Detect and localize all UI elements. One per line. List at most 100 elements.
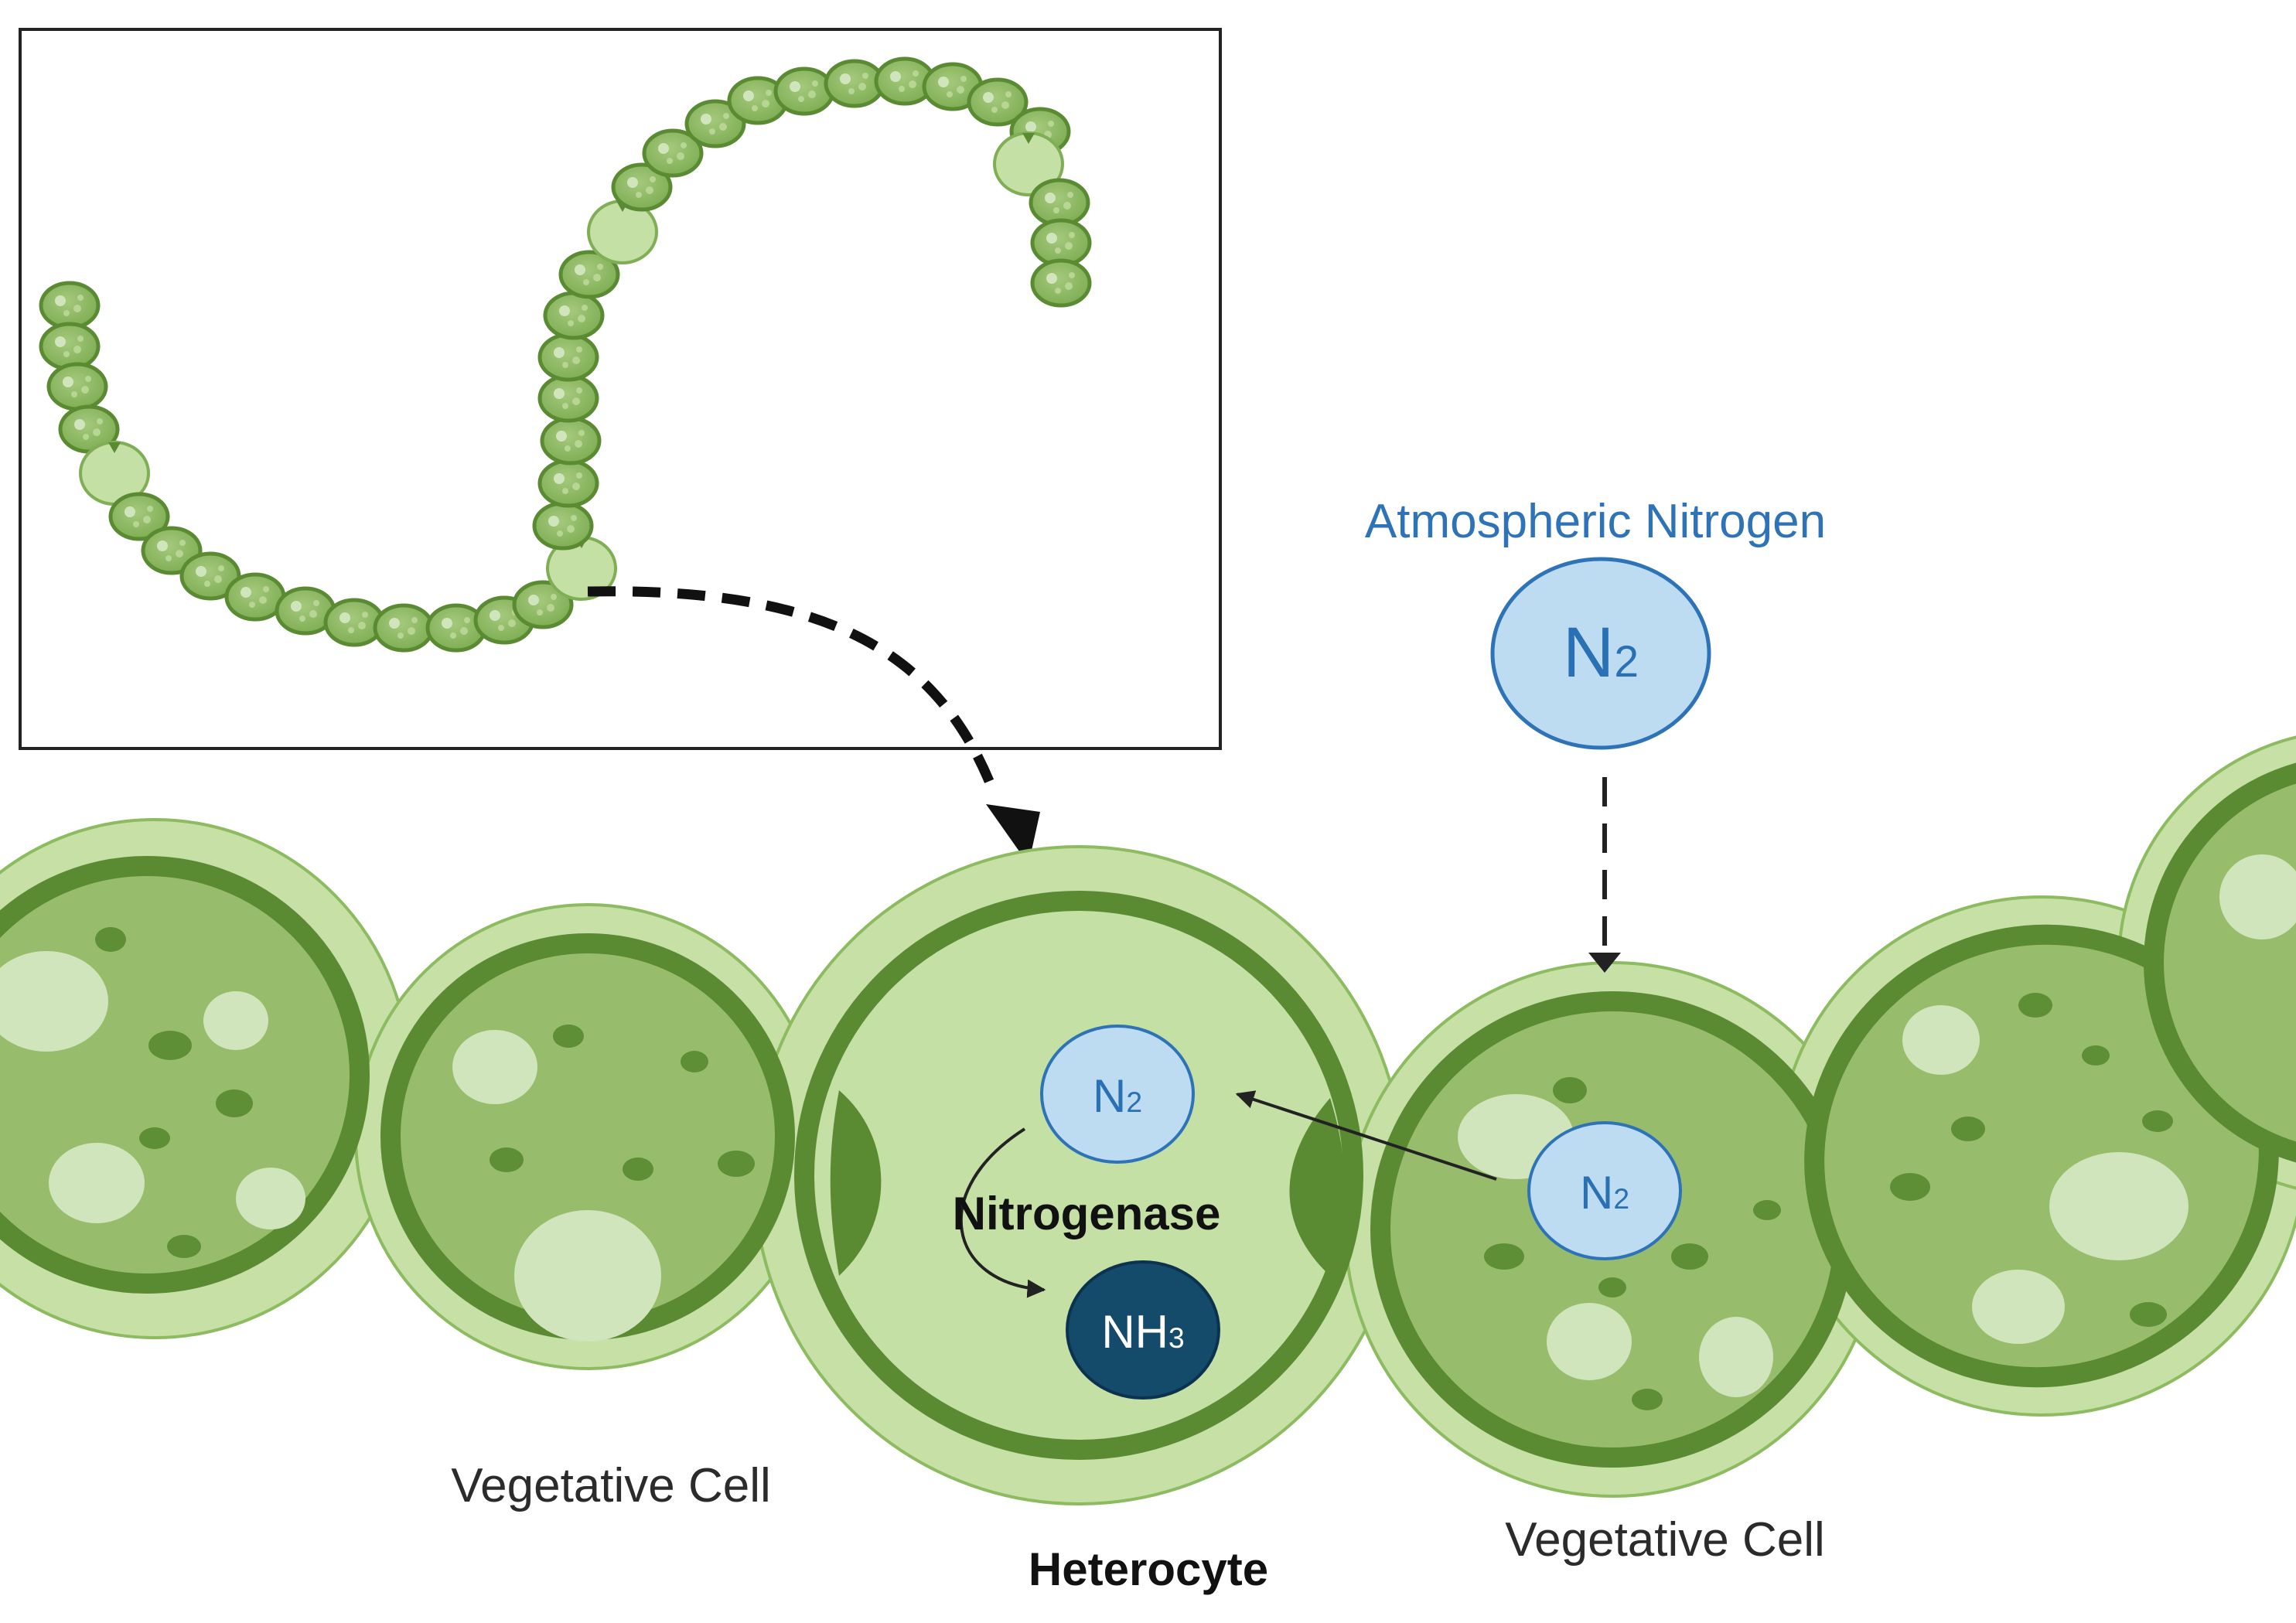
- filament-cell-granule: [762, 100, 769, 107]
- filament-cell-granule: [63, 377, 73, 387]
- filament-cell-granule: [572, 397, 580, 405]
- filament-cell-granule: [1005, 91, 1012, 97]
- filament-cell-granule: [157, 540, 168, 551]
- vegetative-cell-far-right: [1804, 924, 2279, 1388]
- filament-cell-granule: [249, 602, 255, 608]
- filament-cell-granule: [743, 90, 754, 101]
- filament-cell-granule: [565, 445, 571, 452]
- heterocyte-label: Heterocyte: [1029, 1543, 1268, 1595]
- filament-cell-granule: [214, 575, 222, 583]
- filament-cell: [179, 551, 241, 601]
- filament-cell-granule: [554, 347, 565, 358]
- filament-cell-granule: [667, 158, 673, 164]
- filament-heterocyst-pore: [108, 442, 121, 453]
- filament-cell-granule: [313, 600, 319, 606]
- filament-cell-granule: [568, 320, 574, 326]
- filament-cell-granule: [627, 177, 638, 188]
- filament-cell-granule: [263, 586, 269, 592]
- filament-cell-granule: [147, 506, 153, 512]
- filament-cell-granule: [960, 76, 967, 82]
- polar-nodule-right: [1289, 1098, 1345, 1276]
- filament-cell-granule: [81, 386, 89, 394]
- filament-cell-granule: [1063, 202, 1071, 210]
- filament-cell-granule: [562, 403, 568, 409]
- filament-cell-granule: [909, 80, 916, 88]
- filament-cell: [540, 416, 602, 465]
- filament-cell-granule: [133, 521, 139, 527]
- filament-cell-granule: [309, 610, 317, 618]
- filament-cell-granule: [899, 86, 905, 92]
- filament-cell-granule: [578, 315, 585, 322]
- diffusion-arrow: [1588, 777, 1621, 973]
- filament-cell: [1029, 178, 1090, 227]
- filament-cell-granule: [548, 516, 559, 527]
- svg-text:NH3: NH3: [1101, 1306, 1184, 1358]
- filament-cell-granule: [723, 113, 729, 119]
- filament-cell-granule: [947, 91, 953, 97]
- filament-cell-granule: [576, 387, 582, 394]
- filament-cell-granule: [938, 77, 949, 87]
- filament-cell: [684, 99, 746, 148]
- filament-cell-granule: [165, 555, 172, 561]
- filament-cell-granule: [576, 472, 582, 479]
- filament-cell-granule: [583, 279, 589, 285]
- filament-cell-granule: [593, 274, 601, 281]
- filament-cell-granule: [547, 604, 554, 612]
- filament-cell-granule: [840, 73, 851, 84]
- nh3-sub: 3: [1168, 1321, 1185, 1354]
- filament-cell-granule: [71, 391, 77, 397]
- filament-cell-granule: [176, 550, 183, 557]
- filament-cell-granule: [554, 388, 565, 399]
- filament-cell-granule: [179, 540, 186, 546]
- filament-cell-granule: [408, 627, 415, 635]
- filament-cell-granule: [74, 419, 85, 430]
- filament-cell-granule: [537, 609, 543, 615]
- filament-cell-granule: [411, 617, 418, 623]
- heterocyte-n2-molecule: N2: [1040, 1025, 1195, 1164]
- filament-cell-granule: [241, 587, 251, 598]
- filament-cell-granule: [575, 440, 582, 448]
- n2-het-sub: 2: [1126, 1086, 1142, 1118]
- svg-text:N2: N2: [1563, 613, 1639, 692]
- nitrogenase-label: Nitrogenase: [953, 1188, 1221, 1239]
- filament-cell-granule: [498, 625, 504, 631]
- filament-cell-granule: [55, 336, 66, 347]
- filament-cell: [537, 459, 599, 508]
- filament-cell-granule: [790, 81, 800, 92]
- filament-cell-granule: [97, 418, 103, 425]
- filament-cell-granule: [1025, 121, 1036, 132]
- filament-cell-granule: [83, 434, 89, 440]
- filament-cell-granule: [709, 128, 715, 135]
- vegetative-cell-left-label: Vegetative Cell: [451, 1459, 771, 1512]
- filament-cell-granule: [576, 346, 582, 353]
- filament-cell-granule: [460, 627, 468, 635]
- transfer-arrow: [1235, 1090, 1497, 1181]
- filament-cell-granule: [1067, 192, 1073, 198]
- filament-cell-granule: [572, 356, 580, 364]
- filament-cell: [773, 66, 835, 116]
- filament-cell-granule: [567, 525, 575, 533]
- filament-cell-granule: [204, 581, 210, 587]
- filament-cell-granule: [358, 622, 366, 629]
- filament-cell-granule: [554, 473, 565, 484]
- nh3-base: NH: [1101, 1306, 1168, 1358]
- filament-cell-granule: [582, 305, 588, 311]
- filament-cell: [611, 162, 673, 212]
- filament-cell: [108, 492, 170, 541]
- filament-cell-granule: [55, 295, 66, 306]
- filament-cell-granule: [125, 506, 135, 517]
- filament-cell: [1030, 258, 1092, 308]
- filament-cell-granule: [73, 346, 81, 353]
- vegetative-cell-edge: [2144, 762, 2296, 1163]
- filament-cell-granule: [93, 428, 101, 436]
- svg-text:N2: N2: [1580, 1167, 1629, 1219]
- filament-cell-granule: [858, 83, 866, 90]
- filament-cell: [1030, 218, 1092, 268]
- filament-cell-granule: [442, 618, 452, 629]
- filament-cell-granule: [77, 336, 84, 342]
- filament-cell-granule: [259, 596, 267, 604]
- atmospheric-nitrogen-label: Atmospheric Nitrogen: [1365, 495, 1826, 548]
- filament-cell-granule: [1053, 207, 1059, 213]
- filament-cell-granule: [862, 73, 868, 79]
